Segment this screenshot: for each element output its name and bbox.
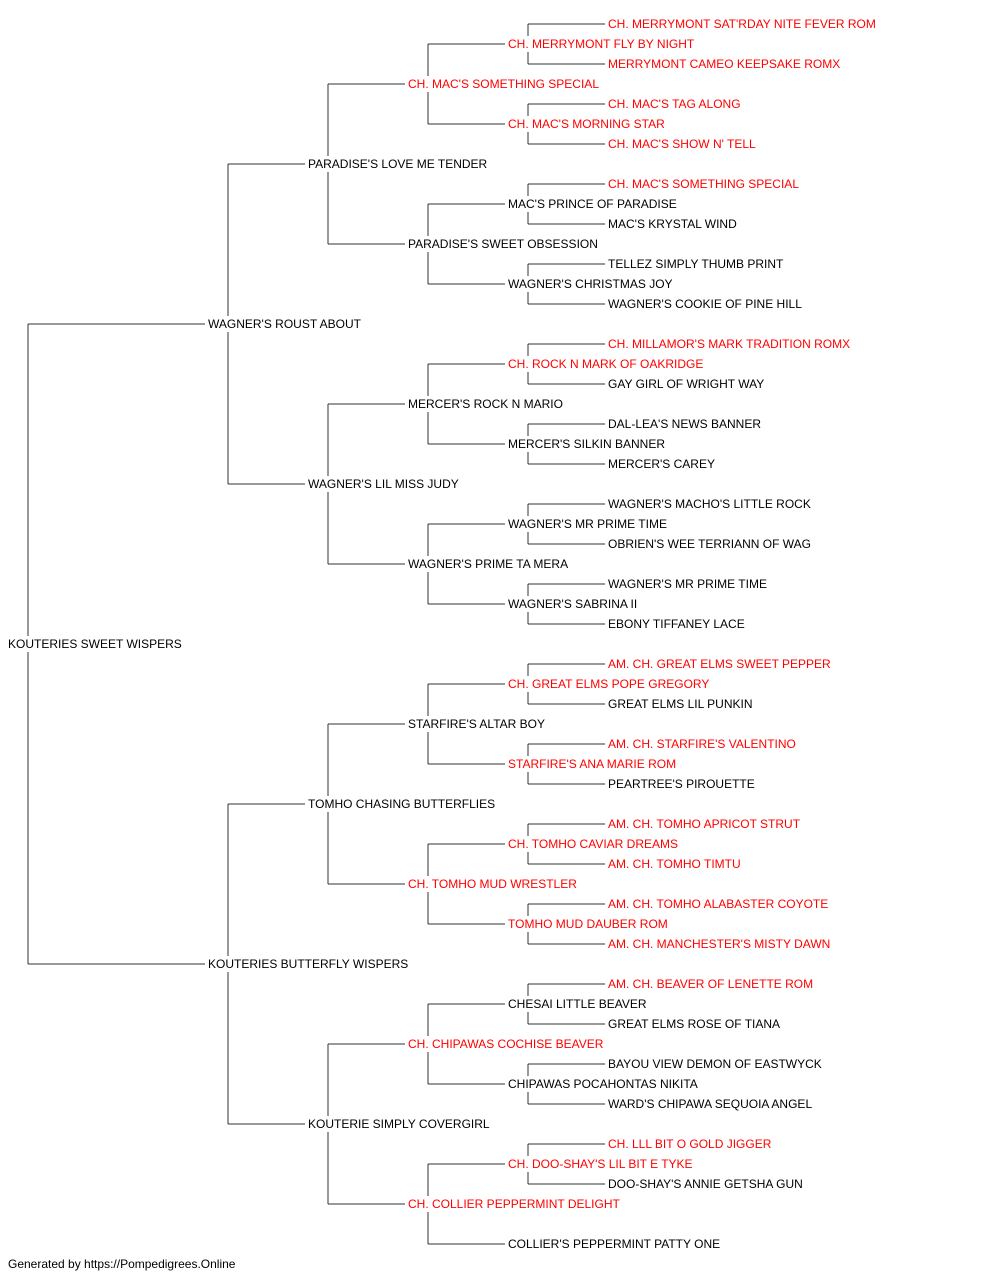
- pedigree-ancestor-dam-sire-sire-sire-sire: AM. CH. GREAT ELMS SWEET PEPPER: [608, 657, 831, 671]
- pedigree-ancestor-dam-sire-sire: STARFIRE'S ALTAR BOY: [408, 717, 545, 731]
- pedigree-ancestor-dam-dam-dam-dam: COLLIER'S PEPPERMINT PATTY ONE: [508, 1237, 720, 1251]
- pedigree-ancestor-dam-sire: TOMHO CHASING BUTTERFLIES: [308, 797, 495, 811]
- pedigree-ancestor-sire-sire-dam-sire-dam: MAC'S KRYSTAL WIND: [608, 217, 737, 231]
- pedigree-subject: KOUTERIES SWEET WISPERS: [8, 637, 182, 651]
- pedigree-ancestor-dam-sire-dam-sire: CH. TOMHO CAVIAR DREAMS: [508, 837, 678, 851]
- pedigree-ancestor-dam-sire-dam-dam-sire: AM. CH. TOMHO ALABASTER COYOTE: [608, 897, 828, 911]
- pedigree-ancestor-sire-sire-dam-dam-dam: WAGNER'S COOKIE OF PINE HILL: [608, 297, 802, 311]
- pedigree-ancestor-dam-dam-dam-sire: CH. DOO-SHAY'S LIL BIT E TYKE: [508, 1157, 693, 1171]
- pedigree-ancestor-dam-sire-dam-dam-dam: AM. CH. MANCHESTER'S MISTY DAWN: [608, 937, 830, 951]
- pedigree-ancestor-dam: KOUTERIES BUTTERFLY WISPERS: [208, 957, 408, 971]
- pedigree-ancestor-dam-dam-dam-sire-dam: DOO-SHAY'S ANNIE GETSHA GUN: [608, 1177, 803, 1191]
- pedigree-ancestor-sire-sire-dam-sire-sire: CH. MAC'S SOMETHING SPECIAL: [608, 177, 799, 191]
- pedigree-ancestor-sire-dam-dam-dam: WAGNER'S SABRINA II: [508, 597, 637, 611]
- pedigree-ancestor-sire-dam-sire-sire-dam: GAY GIRL OF WRIGHT WAY: [608, 377, 764, 391]
- pedigree-ancestor-dam-sire-sire-dam: STARFIRE'S ANA MARIE ROM: [508, 757, 676, 771]
- pedigree-ancestor-dam-sire-sire-dam-dam: PEARTREE'S PIROUETTE: [608, 777, 755, 791]
- pedigree-ancestor-dam-sire-dam-sire-sire: AM. CH. TOMHO APRICOT STRUT: [608, 817, 801, 831]
- pedigree-ancestor-dam-dam-dam: CH. COLLIER PEPPERMINT DELIGHT: [408, 1197, 620, 1211]
- pedigree-ancestor-sire-dam-dam-sire-dam: OBRIEN'S WEE TERRIANN OF WAG: [608, 537, 811, 551]
- pedigree-ancestor-sire-sire-dam-sire: MAC'S PRINCE OF PARADISE: [508, 197, 677, 211]
- pedigree-ancestor-dam-sire-dam-dam: TOMHO MUD DAUBER ROM: [508, 917, 668, 931]
- pedigree-ancestor-dam-sire-dam: CH. TOMHO MUD WRESTLER: [408, 877, 577, 891]
- pedigree-ancestor-sire-dam-sire-dam-sire: DAL-LEA'S NEWS BANNER: [608, 417, 761, 431]
- pedigree-ancestor-dam-sire-sire-sire-dam: GREAT ELMS LIL PUNKIN: [608, 697, 753, 711]
- pedigree-ancestor-sire-sire-dam-dam-sire: TELLEZ SIMPLY THUMB PRINT: [608, 257, 784, 271]
- pedigree-ancestor-dam-sire-dam-sire-dam: AM. CH. TOMHO TIMTU: [608, 857, 741, 871]
- pedigree-ancestor-dam-sire-sire-sire: CH. GREAT ELMS POPE GREGORY: [508, 677, 709, 691]
- pedigree-ancestor-sire-sire-dam-dam: WAGNER'S CHRISTMAS JOY: [508, 277, 673, 291]
- pedigree-ancestor-sire-sire-sire-dam: CH. MAC'S MORNING STAR: [508, 117, 665, 131]
- pedigree-ancestor-dam-dam-sire-dam: CHIPAWAS POCAHONTAS NIKITA: [508, 1077, 698, 1091]
- pedigree-ancestor-sire-dam-sire: MERCER'S ROCK N MARIO: [408, 397, 563, 411]
- pedigree-ancestor-dam-dam-sire-sire: CHESAI LITTLE BEAVER: [508, 997, 647, 1011]
- pedigree-ancestor-sire: WAGNER'S ROUST ABOUT: [208, 317, 362, 331]
- pedigree-ancestor-sire-sire-sire: CH. MAC'S SOMETHING SPECIAL: [408, 77, 599, 91]
- pedigree-ancestor-sire-dam-dam-sire: WAGNER'S MR PRIME TIME: [508, 517, 667, 531]
- pedigree-ancestor-sire-sire-sire-dam-sire: CH. MAC'S TAG ALONG: [608, 97, 741, 111]
- pedigree-ancestor-dam-dam-sire-sire-sire: AM. CH. BEAVER OF LENETTE ROM: [608, 977, 813, 991]
- pedigree-ancestor-sire-dam-dam-sire-sire: WAGNER'S MACHO'S LITTLE ROCK: [608, 497, 811, 511]
- pedigree-ancestor-dam-dam-sire: CH. CHIPAWAS COCHISE BEAVER: [408, 1037, 604, 1051]
- pedigree-ancestor-dam-sire-sire-dam-sire: AM. CH. STARFIRE'S VALENTINO: [608, 737, 796, 751]
- pedigree-ancestor-dam-dam: KOUTERIE SIMPLY COVERGIRL: [308, 1117, 490, 1131]
- pedigree-ancestor-sire-dam-dam-dam-dam: EBONY TIFFANEY LACE: [608, 617, 745, 631]
- pedigree-ancestor-sire-dam-sire-dam: MERCER'S SILKIN BANNER: [508, 437, 665, 451]
- pedigree-ancestor-sire-sire-sire-sire-sire: CH. MERRYMONT SAT'RDAY NITE FEVER ROM: [608, 17, 876, 31]
- pedigree-ancestor-dam-dam-dam-sire-sire: CH. LLL BIT O GOLD JIGGER: [608, 1137, 772, 1151]
- pedigree-ancestor-sire-sire-sire-dam-dam: CH. MAC'S SHOW N' TELL: [608, 137, 756, 151]
- pedigree-ancestor-sire-dam-sire-sire-sire: CH. MILLAMOR'S MARK TRADITION ROMX: [608, 337, 850, 351]
- pedigree-ancestor-dam-dam-sire-sire-dam: GREAT ELMS ROSE OF TIANA: [608, 1017, 780, 1031]
- pedigree-ancestor-sire-dam: WAGNER'S LIL MISS JUDY: [308, 477, 459, 491]
- pedigree-ancestor-sire-dam-dam-dam-sire: WAGNER'S MR PRIME TIME: [608, 577, 767, 591]
- pedigree-ancestor-sire-dam-dam: WAGNER'S PRIME TA MERA: [408, 557, 568, 571]
- pedigree-ancestor-sire-sire: PARADISE'S LOVE ME TENDER: [308, 157, 488, 171]
- pedigree-ancestor-sire-dam-sire-sire: CH. ROCK N MARK OF OAKRIDGE: [508, 357, 703, 371]
- pedigree-ancestor-sire-sire-dam: PARADISE'S SWEET OBSESSION: [408, 237, 598, 251]
- footer-credit: Generated by https://Pompedigrees.Online: [8, 1257, 236, 1271]
- pedigree-ancestor-dam-dam-sire-dam-dam: WARD'S CHIPAWA SEQUOIA ANGEL: [608, 1097, 812, 1111]
- pedigree-ancestor-sire-sire-sire-sire-dam: MERRYMONT CAMEO KEEPSAKE ROMX: [608, 57, 840, 71]
- pedigree-ancestor-sire-sire-sire-sire: CH. MERRYMONT FLY BY NIGHT: [508, 37, 695, 51]
- pedigree-ancestor-dam-dam-sire-dam-sire: BAYOU VIEW DEMON OF EASTWYCK: [608, 1057, 822, 1071]
- pedigree-ancestor-sire-dam-sire-dam-dam: MERCER'S CAREY: [608, 457, 715, 471]
